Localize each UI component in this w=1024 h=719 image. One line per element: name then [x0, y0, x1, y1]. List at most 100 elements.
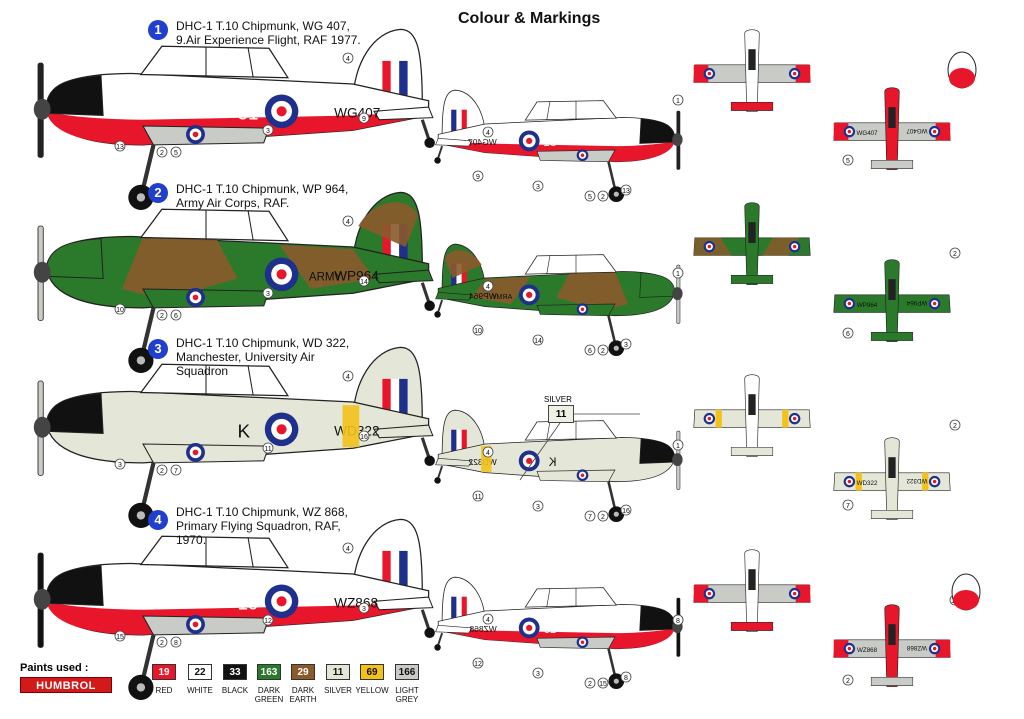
roundel: [264, 257, 299, 292]
tail-gear-leg: [437, 299, 444, 313]
main-gear-leg: [140, 634, 156, 680]
svg-text:3: 3: [536, 504, 540, 511]
svg-text:6: 6: [846, 331, 850, 338]
callout-number: 2: [156, 309, 168, 321]
cockpit: [748, 49, 756, 70]
engine-cowling: [45, 565, 104, 607]
spinner: [672, 133, 683, 147]
paint-swatch-11: 11: [326, 664, 350, 680]
canopy: [524, 587, 618, 608]
wing-root: [142, 125, 270, 146]
canopy-frame: [247, 210, 254, 241]
svg-text:2: 2: [160, 150, 164, 157]
callout-number: 5: [170, 146, 182, 158]
tailplane: [730, 621, 774, 631]
svg-text:7: 7: [174, 468, 178, 475]
marking-text: WD322: [857, 480, 878, 487]
engine-cowling: [45, 393, 104, 435]
svg-text:2: 2: [601, 514, 605, 521]
fin-flash: [382, 550, 408, 589]
wheel-hub: [136, 683, 146, 692]
main-gear-leg: [140, 462, 156, 508]
roundel: [843, 475, 856, 488]
marking-text: K: [549, 456, 557, 469]
tail-wheel: [424, 137, 435, 149]
tailplane: [373, 106, 434, 121]
marking-text: WD322: [906, 477, 927, 484]
callout-number: 2: [156, 636, 168, 648]
tailplane: [730, 274, 774, 284]
wing-tip: [693, 584, 709, 603]
svg-text:5: 5: [588, 194, 592, 201]
callout-number: 3: [358, 602, 370, 614]
scheme-1-number: 1: [148, 20, 168, 40]
pilot-head-detail: [947, 51, 977, 89]
callout-number: 4: [482, 613, 494, 625]
callout-number: 12: [262, 614, 274, 626]
svg-text:5: 5: [174, 150, 178, 157]
svg-text:2: 2: [846, 678, 850, 685]
wing-tip: [833, 639, 849, 658]
svg-text:3: 3: [266, 128, 270, 135]
spinner: [672, 287, 683, 301]
side-profile-wd322: WD322K: [434, 409, 683, 522]
marking-text: ARMY: [309, 272, 343, 284]
callout-number: 3: [532, 500, 544, 512]
paint-swatch-22: 22: [188, 664, 212, 680]
callout-number: 7: [584, 510, 596, 522]
callout-number: 2: [584, 677, 596, 689]
tailplane: [373, 424, 434, 439]
engine-cowling: [45, 238, 104, 280]
marking-text: WP964: [906, 299, 927, 306]
fuselage: [884, 604, 900, 687]
tail-gear-leg: [437, 632, 444, 646]
spinner: [33, 416, 51, 438]
scheme-3-line3: Squadron: [176, 364, 229, 378]
canopy: [524, 420, 618, 441]
paint-swatch-29: 29: [291, 664, 315, 680]
main-gear-leg: [607, 648, 617, 677]
paint-swatch-33: 33: [223, 664, 247, 680]
svg-text:2: 2: [160, 313, 164, 320]
tailplane: [373, 269, 434, 284]
wing-tip: [935, 122, 951, 141]
svg-text:12: 12: [474, 661, 482, 668]
callout-number: 8: [672, 614, 684, 626]
svg-text:2: 2: [601, 348, 605, 355]
svg-text:4: 4: [346, 219, 350, 226]
wheel-hub: [136, 356, 146, 365]
wing-root: [536, 303, 616, 317]
paint-name-19: RED: [155, 686, 173, 695]
wing-band: [855, 472, 862, 491]
roundel: [843, 297, 856, 310]
tail-wheel: [434, 477, 441, 484]
scheme-1-line2: 9.Air Experience Flight, RAF 1977.: [176, 33, 361, 47]
tail-gear-leg: [437, 465, 444, 479]
svg-text:3: 3: [118, 462, 122, 469]
callout-number: 2: [156, 146, 168, 158]
cockpit: [888, 457, 896, 478]
callout-number: 2: [597, 344, 609, 356]
camo-patch: [122, 236, 238, 300]
callout-number: 5: [584, 190, 596, 202]
callout-number: 3: [620, 338, 632, 350]
roundel: [928, 297, 941, 310]
wing-root: [536, 469, 616, 483]
callout-number: 3: [262, 287, 274, 299]
top-view-wz868: [693, 549, 811, 632]
wheel-hub: [613, 678, 619, 684]
main-gear-leg: [607, 481, 617, 510]
roundel: [186, 442, 205, 462]
pilot-head-detail: [951, 573, 981, 611]
roundel: [788, 412, 801, 425]
engine-cowling: [639, 605, 676, 631]
fin-flash: [382, 378, 408, 417]
wing-root: [142, 615, 270, 636]
marking-text: WG407: [906, 127, 928, 134]
tailplane: [435, 457, 473, 467]
tail-wheel: [424, 300, 435, 312]
